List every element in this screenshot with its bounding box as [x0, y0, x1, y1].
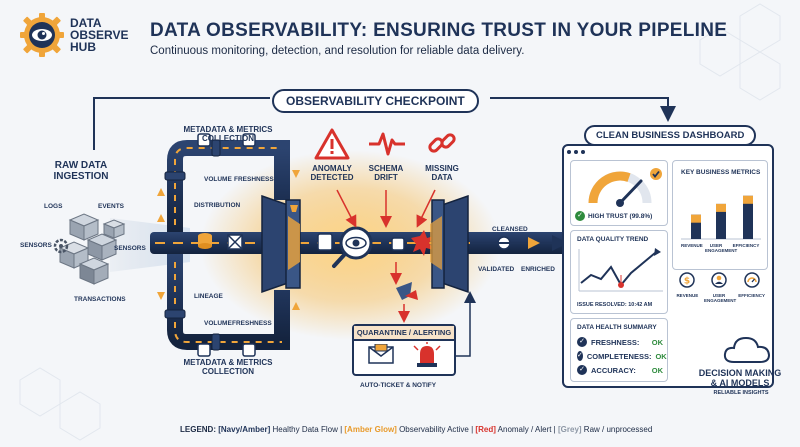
- logo-gear-eye-icon: [20, 13, 64, 57]
- legend-key-amber-glow: [Amber Glow]: [344, 425, 397, 434]
- legend-key-grey: [Grey]: [558, 425, 582, 434]
- raw-data-ingestion-title: RAW DATA INGESTION: [53, 160, 109, 182]
- legend-text-anomaly: Anomaly / Alert |: [497, 425, 556, 434]
- label-enriched: ENRICHED: [521, 266, 555, 273]
- observability-checkpoint-pill: OBSERVABILITY CHECKPOINT: [272, 89, 479, 113]
- metric-freshness-bottom: FRESHNESS: [232, 320, 272, 327]
- metric-bar: [691, 214, 701, 239]
- source-label-sensors-left: SENSORS: [20, 242, 52, 249]
- quality-trend-title: DATA QUALITY TREND: [577, 236, 649, 243]
- gauge-icon: [743, 272, 760, 288]
- metric-bar-label-efficiency: EFFICIENCY: [732, 243, 760, 248]
- metadata-collection-top-label: METADATA & METRICS COLLECTION: [183, 125, 273, 143]
- metric-volume-bottom: VOLUME: [204, 320, 232, 327]
- source-label-logs: LOGS: [44, 203, 63, 210]
- legend-text-observability: Observability Active |: [399, 425, 474, 434]
- metric-icon-revenue: $ REVENUE: [673, 272, 701, 316]
- logo-text: DATA OBSERVE HUB: [70, 16, 129, 54]
- trust-gauge-card: ✓ HIGH TRUST (99.8%): [570, 160, 668, 226]
- dashboard-title: CLEAN BUSINESS DASHBOARD: [584, 125, 757, 146]
- check-icon: ✓: [577, 337, 587, 347]
- metric-bar-cap: [691, 214, 701, 223]
- decision-making-label: DECISION MAKING & AI MODELS: [698, 368, 782, 388]
- status-badge: OK: [651, 365, 663, 375]
- quarantine-caption: AUTO-TICKET & NOTIFY: [360, 382, 437, 389]
- metric-lineage: LINEAGE: [194, 293, 223, 300]
- quality-trend-card: DATA QUALITY TREND ISSUE RESOLVED: 10:42…: [570, 230, 668, 314]
- trust-label: HIGH TRUST (99.8%): [588, 212, 653, 220]
- metric-bar-label-engagement: USER ENGAGEMENT: [705, 243, 738, 253]
- warning-triangle-icon: [314, 128, 350, 160]
- key-metrics-card: KEY BUSINESS METRICS REVENUE USER ENGAGE…: [672, 160, 768, 270]
- metric-freshness-top: FRESHNESS: [234, 176, 274, 183]
- cloud-icon: [723, 336, 771, 363]
- legend-text-healthy: Healthy Data Flow |: [272, 425, 343, 434]
- label-validated: VALIDATED: [478, 266, 515, 273]
- health-row-freshness: ✓ FRESHNESS: OK: [577, 335, 663, 349]
- health-row-accuracy: ✓ ACCURACY: OK: [577, 363, 663, 377]
- page-subtitle: Continuous monitoring, detection, and re…: [150, 45, 525, 57]
- raw-data-cubes: [58, 213, 126, 285]
- sensor-gear-icon: [53, 238, 69, 254]
- trust-label-row: ✓ HIGH TRUST (99.8%): [575, 211, 665, 221]
- legend-key-red: [Red]: [475, 425, 496, 434]
- broken-link-icon: [428, 133, 456, 153]
- key-metrics-bar-chart: [681, 195, 761, 240]
- metric-bar: [716, 203, 726, 239]
- users-icon: [711, 272, 727, 288]
- quality-trend-line-chart: [578, 248, 663, 292]
- source-label-events: EVENTS: [98, 203, 125, 210]
- health-summary-title: DATA HEALTH SUMMARY: [577, 324, 657, 331]
- quarantine-title: QUARANTINE / ALERTING: [354, 326, 454, 341]
- window-dot-icon: [567, 150, 571, 154]
- label-cleansed: CLEANSED: [492, 226, 528, 233]
- status-badge: OK: [651, 337, 663, 347]
- svg-text:$: $: [684, 277, 690, 287]
- trust-gauge: [588, 171, 652, 207]
- check-icon: ✓: [575, 211, 585, 221]
- heartbeat-icon: [369, 132, 405, 156]
- legend-text-raw: Raw / unprocessed: [583, 425, 653, 434]
- legend-prefix: LEGEND:: [180, 425, 216, 434]
- metric-volume-top: VOLUME: [204, 176, 232, 183]
- reliable-insights-caption: RELIABLE INSIGHTS: [713, 390, 769, 396]
- page-title: DATA OBSERVABILITY: ENSURING TRUST IN YO…: [150, 20, 728, 41]
- issue-resolved-label: ISSUE RESOLVED: 10:42 AM: [577, 302, 653, 308]
- health-summary-card: DATA HEALTH SUMMARY ✓ FRESHNESS: OK ✓ CO…: [570, 318, 668, 382]
- window-controls: [567, 150, 585, 154]
- metric-icon-efficiency: EFFICIENCY: [737, 272, 767, 316]
- window-dot-icon: [581, 150, 585, 154]
- source-label-transactions: TRANSACTIONS: [74, 296, 126, 303]
- money-icon: $: [679, 272, 696, 288]
- source-label-sensors-right: SENSORS: [114, 245, 146, 252]
- metric-icon-engagement: USER ENGAGEMENT: [704, 272, 736, 316]
- checkmark-badge-icon: [650, 168, 662, 180]
- metric-icons-row: $ REVENUE USER ENGAGEMENT EFFICIENCY: [672, 272, 768, 316]
- metric-bar-label-revenue: REVENUE: [681, 243, 703, 248]
- metric-bar: [743, 195, 753, 239]
- legend-key-navy-amber: [Navy/Amber]: [218, 425, 271, 434]
- status-badge: OK: [655, 351, 667, 361]
- db-icon: [198, 233, 212, 249]
- window-dot-icon: [574, 150, 578, 154]
- legend: LEGEND: [Navy/Amber] Healthy Data Flow |…: [180, 425, 652, 434]
- metric-distribution: DISTRIBUTION: [194, 202, 241, 209]
- metadata-collection-bottom-label: METADATA & METRICS COLLECTION: [183, 358, 273, 376]
- metric-bar-cap: [743, 195, 753, 204]
- health-rows: ✓ FRESHNESS: OK ✓ COMPLETENESS: OK ✓ ACC…: [577, 335, 667, 377]
- metric-bar-cap: [716, 203, 726, 212]
- health-row-completeness: ✓ COMPLETENESS: OK: [577, 351, 667, 361]
- key-metrics-title: KEY BUSINESS METRICS: [681, 169, 761, 176]
- quarantine-panel: QUARANTINE / ALERTING: [352, 324, 456, 376]
- check-icon: ✓: [577, 365, 587, 375]
- alarm-siren-icon: [413, 342, 441, 367]
- envelope-icon: [368, 344, 394, 364]
- check-icon: ✓: [577, 351, 583, 361]
